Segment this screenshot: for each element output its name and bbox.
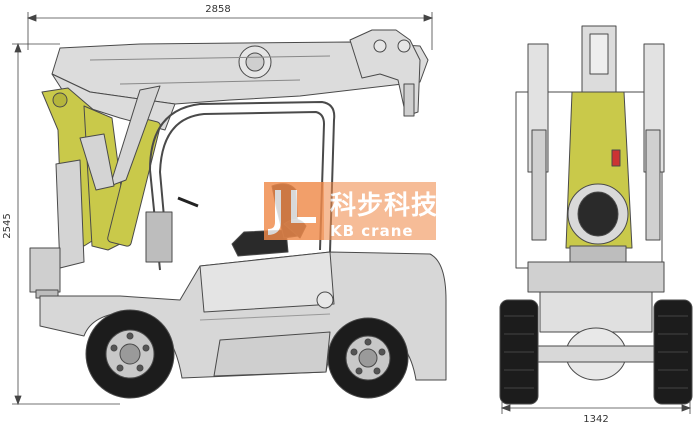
cab-frame [149,101,336,271]
logo-glyph-j [267,190,281,235]
column-frame [29,133,115,299]
chassis [39,251,447,381]
boom-arm [51,29,429,131]
dimension-annotations [12,12,692,414]
length-dimension-label: 2858 [205,4,230,15]
logo-glyph-l [291,190,316,223]
front-chassis [511,261,681,381]
side-view [29,29,447,399]
height-dimension-label: 2545 [2,213,13,238]
front-boom [565,25,633,263]
front-view-left-tire [499,299,539,405]
logo-chinese-text: 科步科技 [330,190,438,221]
watermark-logo: 科步科技 KB crane [264,182,438,240]
logo-text-background [324,182,436,240]
front-wheel [85,309,175,399]
width-dimension-label: 1342 [583,414,608,425]
rear-wheel [327,317,409,399]
front-view [499,25,693,405]
logo-english-text: KB crane [330,222,414,240]
front-view-right-tire [653,299,693,405]
